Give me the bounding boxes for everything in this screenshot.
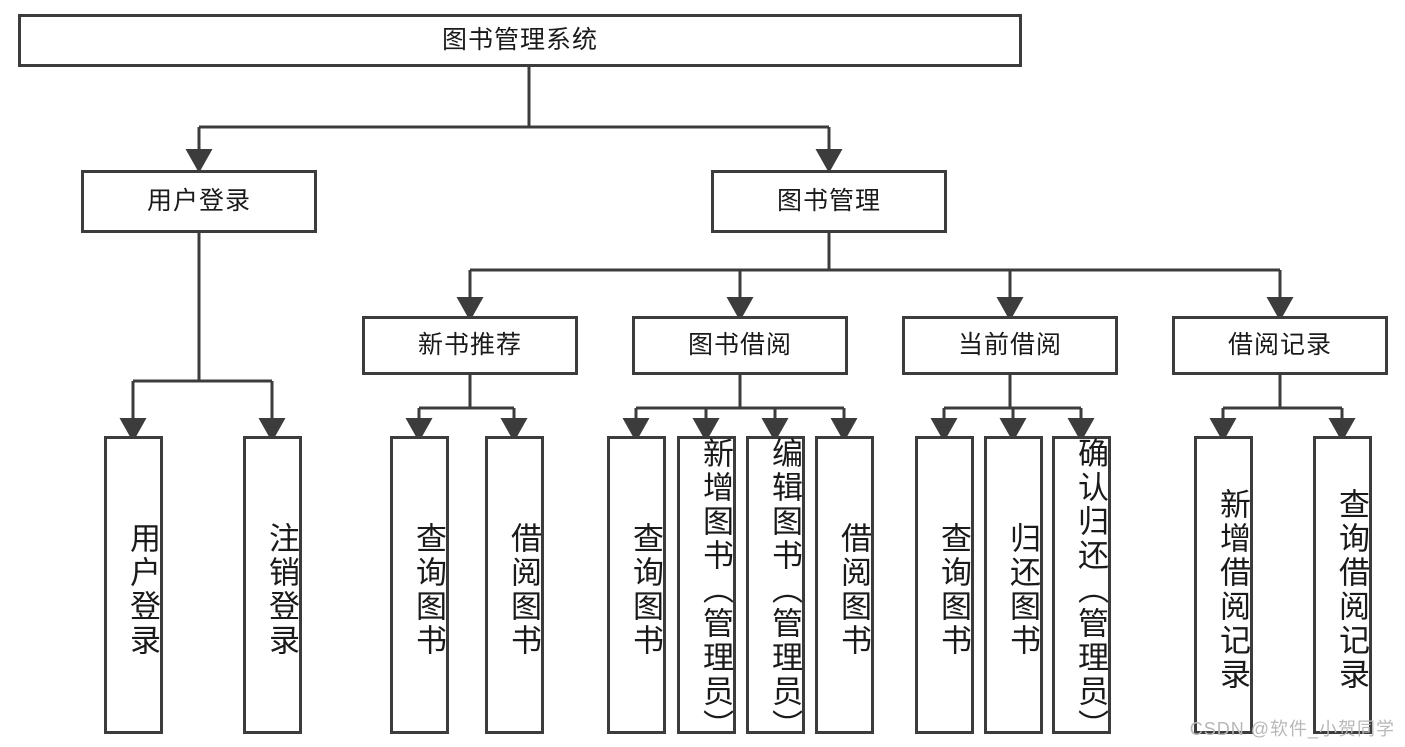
leaf-new-books-query-book[interactable]: 查询图书	[390, 436, 449, 734]
node-book-management-label: 图书管理	[776, 186, 881, 215]
leaf-borrow-borrow-book[interactable]: 借阅图书	[815, 436, 874, 734]
node-new-book-recommend-label: 新书推荐	[417, 330, 522, 359]
node-book-borrow-label: 图书借阅	[687, 330, 792, 359]
leaf-label: 新增图书（管理员）	[698, 437, 733, 743]
leaf-label: 查询借阅记录	[1334, 488, 1369, 692]
leaf-borrow-query-book[interactable]: 查询图书	[607, 436, 666, 734]
node-user-login[interactable]: 用户登录	[81, 170, 317, 233]
leaf-label: 确认归还（管理员）	[1073, 437, 1108, 743]
node-new-book-recommend[interactable]: 新书推荐	[362, 316, 578, 375]
node-root-label: 图书管理系统	[441, 25, 598, 54]
leaf-current-confirm-return-admin[interactable]: 确认归还（管理员）	[1052, 436, 1111, 743]
node-current-borrow[interactable]: 当前借阅	[902, 316, 1118, 375]
leaf-user-login-login[interactable]: 用户登录	[104, 436, 163, 734]
node-user-login-label: 用户登录	[146, 186, 251, 215]
leaf-current-query-book[interactable]: 查询图书	[915, 436, 974, 734]
leaf-label: 注销登录	[264, 522, 299, 658]
node-book-management[interactable]: 图书管理	[711, 170, 947, 233]
node-book-borrow[interactable]: 图书借阅	[632, 316, 848, 375]
leaf-label: 归还图书	[1005, 522, 1040, 658]
leaf-new-books-borrow-book[interactable]: 借阅图书	[485, 436, 544, 734]
leaf-borrow-edit-book-admin[interactable]: 编辑图书（管理员）	[746, 436, 805, 743]
leaf-label: 查询图书	[628, 522, 663, 658]
leaf-borrow-add-book-admin[interactable]: 新增图书（管理员）	[677, 436, 736, 743]
leaf-label: 查询图书	[936, 522, 971, 658]
leaf-label: 用户登录	[125, 522, 160, 658]
node-root[interactable]: 图书管理系统	[18, 14, 1022, 67]
leaf-label: 借阅图书	[506, 522, 541, 658]
node-borrow-records-label: 借阅记录	[1227, 330, 1332, 359]
node-current-borrow-label: 当前借阅	[957, 330, 1062, 359]
leaf-label: 编辑图书（管理员）	[767, 437, 802, 743]
leaf-records-add-record[interactable]: 新增借阅记录	[1194, 436, 1253, 734]
leaf-label: 新增借阅记录	[1215, 488, 1250, 692]
leaf-user-login-logout[interactable]: 注销登录	[243, 436, 302, 734]
leaf-current-return-book[interactable]: 归还图书	[984, 436, 1043, 734]
watermark: CSDN @软件_小贺同学	[1189, 719, 1395, 739]
leaf-records-query-record[interactable]: 查询借阅记录	[1313, 436, 1372, 734]
leaf-label: 查询图书	[411, 522, 446, 658]
leaf-label: 借阅图书	[836, 522, 871, 658]
node-borrow-records[interactable]: 借阅记录	[1172, 316, 1388, 375]
